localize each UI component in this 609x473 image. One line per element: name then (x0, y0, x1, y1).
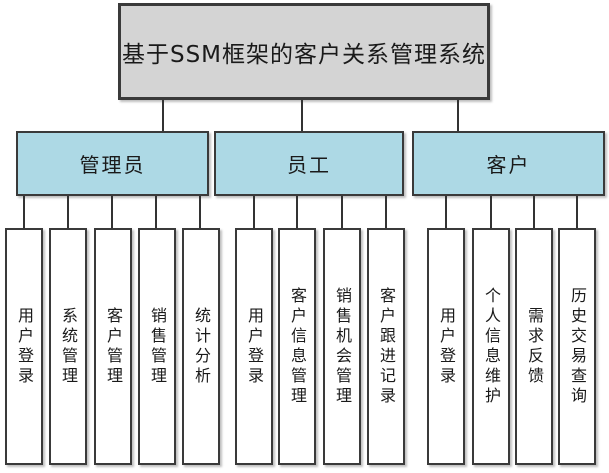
group-node-customer: 客户 (412, 131, 605, 196)
leaf-node-label: 用户登录 (437, 306, 456, 387)
connector-line (296, 196, 298, 228)
leaf-node: 个人信息维护 (472, 228, 510, 465)
leaf-node: 客户信息管理 (278, 228, 316, 465)
group-node-label: 员工 (287, 153, 331, 177)
root-node-title: 基于SSM框架的客户关系管理系统 (121, 41, 487, 68)
connector-line (23, 196, 25, 228)
leaf-node: 统计分析 (182, 228, 220, 465)
connector-line (341, 196, 343, 228)
leaf-node: 客户管理 (94, 228, 132, 465)
connector-line (67, 196, 69, 228)
leaf-node-label: 需求反馈 (525, 306, 544, 387)
group-node-employee: 员工 (214, 131, 404, 196)
connector-line (253, 196, 255, 228)
leaf-node-label: 用户登录 (245, 306, 264, 387)
connector-line (199, 196, 201, 228)
leaf-node-label: 客户管理 (104, 306, 123, 387)
connector-line (301, 100, 303, 131)
connector-line (490, 196, 492, 228)
leaf-node-label: 个人信息维护 (482, 286, 501, 407)
connector-line (457, 100, 459, 131)
leaf-node: 客户跟进记录 (367, 228, 405, 465)
connector-line (155, 196, 157, 228)
leaf-node-label: 历史交易查询 (568, 286, 587, 407)
leaf-node-label: 销售管理 (148, 306, 167, 387)
leaf-node-label: 客户跟进记录 (377, 286, 396, 407)
connector-line (576, 196, 578, 228)
leaf-node: 销售管理 (138, 228, 176, 465)
connector-line (162, 100, 164, 131)
leaf-node-label: 客户信息管理 (288, 286, 307, 407)
leaf-node-label: 系统管理 (59, 306, 78, 387)
group-node-admin: 管理员 (16, 131, 209, 196)
leaf-node-label: 统计分析 (192, 306, 211, 387)
leaf-node: 历史交易查询 (558, 228, 596, 465)
leaf-node: 需求反馈 (515, 228, 553, 465)
leaf-node-label: 销售机会管理 (333, 286, 352, 407)
connector-line (385, 196, 387, 228)
leaf-node: 系统管理 (49, 228, 87, 465)
leaf-node: 用户登录 (427, 228, 465, 465)
root-node: 基于SSM框架的客户关系管理系统 (118, 3, 490, 100)
connector-line (445, 196, 447, 228)
group-node-label: 管理员 (79, 153, 146, 177)
leaf-node: 用户登录 (235, 228, 273, 465)
group-node-label: 客户 (486, 153, 531, 177)
leaf-node-label: 用户登录 (15, 306, 34, 387)
leaf-node: 销售机会管理 (323, 228, 361, 465)
connector-line (111, 196, 113, 228)
leaf-node: 用户登录 (5, 228, 43, 465)
connector-line (533, 196, 535, 228)
